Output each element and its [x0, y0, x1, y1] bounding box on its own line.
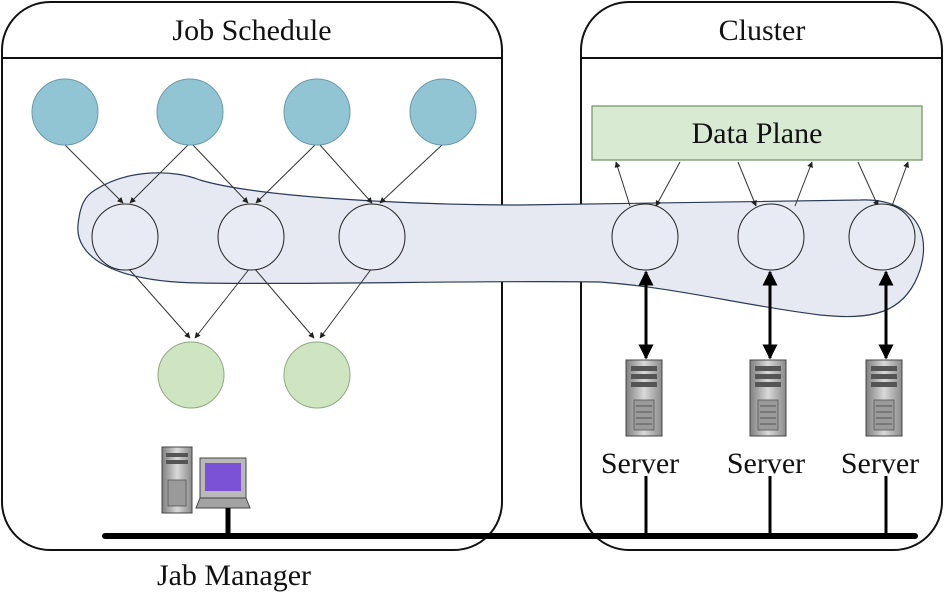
cluster-task-node	[611, 203, 679, 271]
scheduled-task-node	[91, 203, 159, 271]
cluster-task-node	[848, 203, 916, 271]
shared-task-region	[77, 172, 925, 318]
job-schedule-title: Job Schedule	[172, 14, 331, 47]
schedule-arrows-bottom	[127, 267, 373, 339]
server-label: Server	[601, 447, 679, 480]
source-task-node	[31, 78, 99, 146]
server-label: Server	[727, 447, 805, 480]
source-task-nodes	[31, 78, 477, 146]
schedule-arrows-top	[64, 144, 443, 204]
server-icon	[625, 359, 663, 437]
server-group: Server Server	[601, 270, 919, 536]
scheduled-task-node	[338, 203, 406, 271]
workstation-icon	[161, 446, 251, 536]
server-icon	[749, 359, 787, 437]
output-task-node	[283, 341, 351, 409]
data-plane-box	[591, 105, 923, 161]
scheduled-task-node	[217, 203, 285, 271]
data-plane: Data Plane	[591, 105, 923, 161]
source-task-node	[409, 78, 477, 146]
data-plane-arrows	[614, 161, 909, 207]
cluster-title: Cluster	[719, 14, 806, 47]
data-plane-label: Data Plane	[692, 117, 823, 150]
source-task-node	[283, 78, 351, 146]
output-task-node	[157, 341, 225, 409]
server-icon	[865, 359, 903, 437]
server-3: Server	[841, 270, 919, 536]
job-manager-label: Jab Manager	[157, 559, 311, 592]
cluster-task-nodes	[611, 203, 916, 271]
cluster-task-node	[737, 203, 805, 271]
scheduled-task-nodes	[91, 203, 406, 271]
server-label: Server	[841, 447, 919, 480]
source-task-node	[156, 78, 224, 146]
server-1: Server	[601, 270, 679, 536]
server-2: Server	[727, 270, 805, 536]
output-task-nodes	[157, 341, 351, 409]
